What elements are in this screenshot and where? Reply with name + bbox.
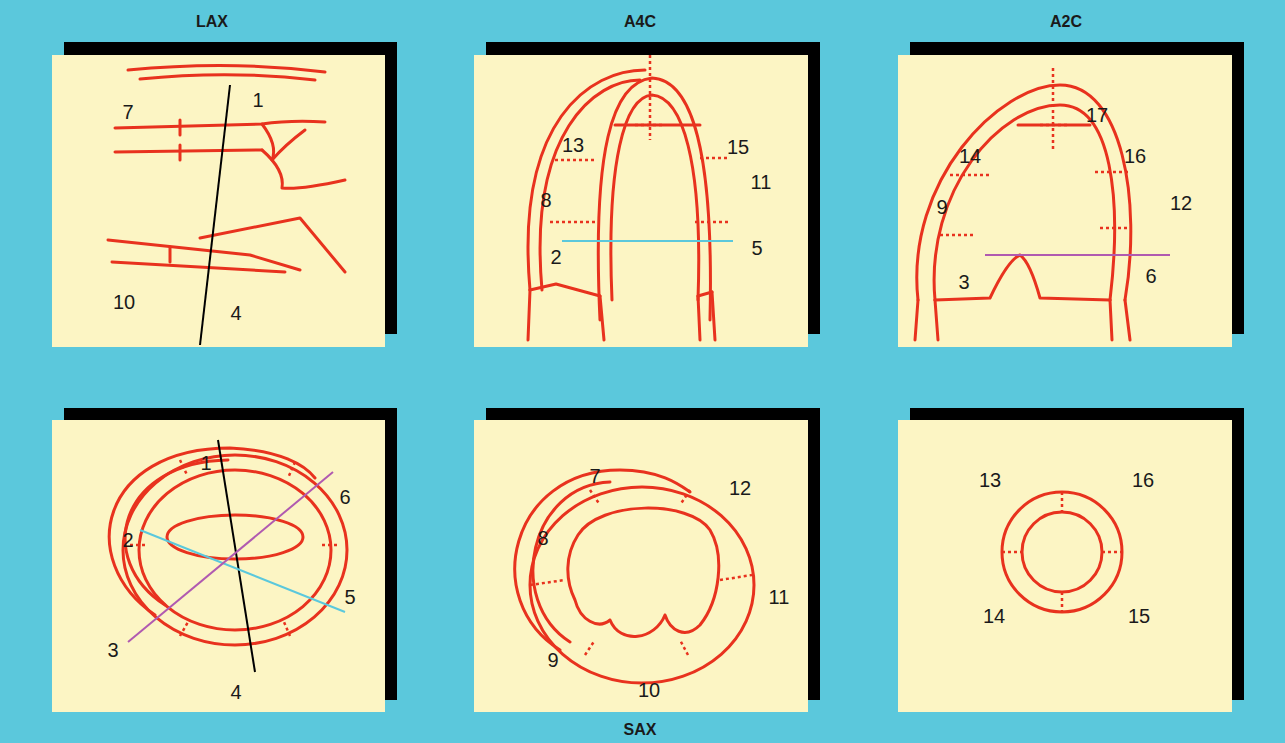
callout-number: 10 xyxy=(113,292,135,312)
callout-number: 15 xyxy=(1128,606,1150,626)
segment-divider xyxy=(130,55,1130,655)
callout-number: 5 xyxy=(344,587,355,607)
view-title: A4C xyxy=(624,14,656,30)
cut-line xyxy=(200,85,230,345)
callout-number: 6 xyxy=(339,487,350,507)
cut-line xyxy=(128,472,333,642)
callout-number: 9 xyxy=(547,650,558,670)
callout-number: 12 xyxy=(1170,193,1192,213)
view-title: A2C xyxy=(1050,14,1082,30)
callout-number: 1 xyxy=(252,90,263,110)
callout-number: 2 xyxy=(122,530,133,550)
panel xyxy=(52,55,1232,712)
callout-number: 4 xyxy=(230,682,241,702)
callout-number: 12 xyxy=(729,478,751,498)
callout-number: 13 xyxy=(562,135,584,155)
callout-number: 1 xyxy=(200,453,211,473)
callout-number: 3 xyxy=(107,640,118,660)
cut-line xyxy=(562,240,733,242)
callout-number: 8 xyxy=(537,528,548,548)
view-title: LAX xyxy=(196,14,228,30)
heart-outline xyxy=(108,65,1131,683)
callout-number: 13 xyxy=(979,470,1001,490)
callout-number: 14 xyxy=(959,146,981,166)
callout-number: 11 xyxy=(751,172,772,192)
callout-number: 10 xyxy=(638,680,660,700)
cut-line xyxy=(140,530,345,612)
callout-number: 15 xyxy=(727,137,749,157)
callout-number: 17 xyxy=(1086,105,1108,125)
callout-number: 7 xyxy=(122,102,133,122)
callout-number: 5 xyxy=(751,238,762,258)
callout-number: 2 xyxy=(550,247,561,267)
callout-number: 16 xyxy=(1124,146,1146,166)
cut-line xyxy=(985,254,1170,256)
callout-number: 4 xyxy=(230,303,241,323)
callout-number: 3 xyxy=(958,272,969,292)
callout-number: 7 xyxy=(589,466,600,486)
callout-number: 11 xyxy=(769,587,790,607)
callout-number: 16 xyxy=(1132,470,1154,490)
callout-number: 9 xyxy=(936,197,947,217)
view-title: SAX xyxy=(624,722,657,738)
callout-number: 14 xyxy=(983,606,1005,626)
cut-line xyxy=(218,440,255,672)
callout-number: 8 xyxy=(540,190,551,210)
callout-number: 6 xyxy=(1145,266,1156,286)
